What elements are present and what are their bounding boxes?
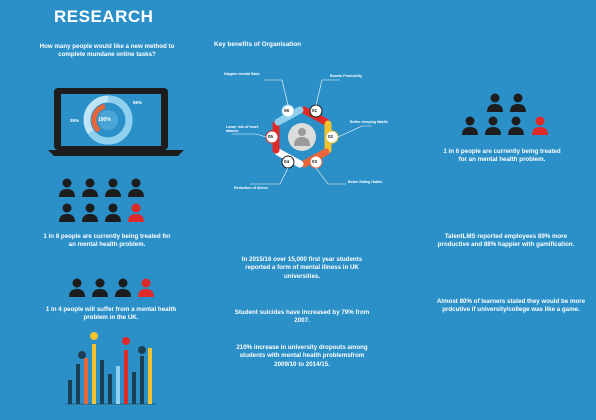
people-icons-group-8 (59, 178, 144, 222)
person-icon (115, 278, 131, 297)
benefit-num-06: 06 (284, 108, 290, 113)
stat-students-2015: In 2015/16 over 15,000 first year studen… (241, 256, 363, 280)
laptop-donut-graphic (48, 88, 184, 156)
benefit-label-05: Lower risk of heart attacks (226, 125, 259, 133)
person-icon (487, 93, 503, 112)
donut-center (98, 110, 118, 130)
benefit-label-06: Happier mental State (224, 72, 260, 76)
donut-segment-65 (83, 95, 133, 145)
person-icon (508, 116, 524, 135)
people-icons-group-6 (462, 93, 548, 135)
person-icon (82, 203, 98, 222)
benefit-num-02: 02 (328, 134, 334, 139)
person-icon (462, 116, 478, 135)
person-icon (82, 178, 98, 197)
stat-talentlms: TalentLMS reported employees 89% more pr… (437, 233, 575, 249)
benefit-num-01: 01 (312, 108, 318, 113)
person-icon-highlighted (532, 116, 548, 135)
person-icon (294, 128, 310, 146)
stat-suicides: Student suicides have increased by 79% f… (234, 309, 370, 325)
laptop-left-pct: 35% (70, 118, 80, 123)
benefit-num-05: 05 (268, 134, 274, 139)
person-icon-highlighted (128, 203, 144, 222)
page-title: RESEARCH (54, 7, 154, 26)
benefits-heading: Key benefits of Organisation (214, 41, 301, 48)
laptop-center-pct: 100% (98, 117, 111, 123)
stat-one-in-4: 1 in 4 people will suffer from a mental … (45, 306, 177, 322)
benefit-num-04: 04 (284, 159, 290, 164)
person-icon (59, 203, 75, 222)
benefit-label-03: Better Eating Habits (348, 180, 383, 184)
benefit-label-04: Reduction of Stress (234, 186, 268, 190)
person-icon (69, 278, 85, 297)
person-icon (510, 93, 526, 112)
person-icon-highlighted (138, 278, 154, 297)
stat-one-in-6: 1 in 6 people are currently being treate… (443, 148, 561, 164)
laptop-base (48, 150, 184, 156)
benefit-num-03: 03 (312, 159, 318, 164)
stat-one-in-8: 1 in 8 people are currently being treate… (43, 233, 171, 249)
bar-graphic (65, 332, 156, 405)
person-icon (105, 178, 121, 197)
people-icons-group-4 (69, 278, 154, 297)
laptop-right-pct: 65% (133, 100, 143, 105)
stat-learners: Almost 80% of learners stated they would… (436, 298, 586, 314)
benefits-hexagon-diagram (232, 79, 372, 185)
person-icon (92, 278, 108, 297)
person-icon (105, 203, 121, 222)
benefit-label-02: Better sleeping Habits (350, 120, 388, 124)
person-icon (485, 116, 501, 135)
question-text: How many people would like a new method … (39, 43, 175, 59)
benefit-label-01: Boosts Producitity (330, 74, 362, 78)
person-icon (128, 178, 144, 197)
stat-dropouts: 210% increase in university dropouts amo… (236, 344, 368, 368)
person-icon (59, 178, 75, 197)
